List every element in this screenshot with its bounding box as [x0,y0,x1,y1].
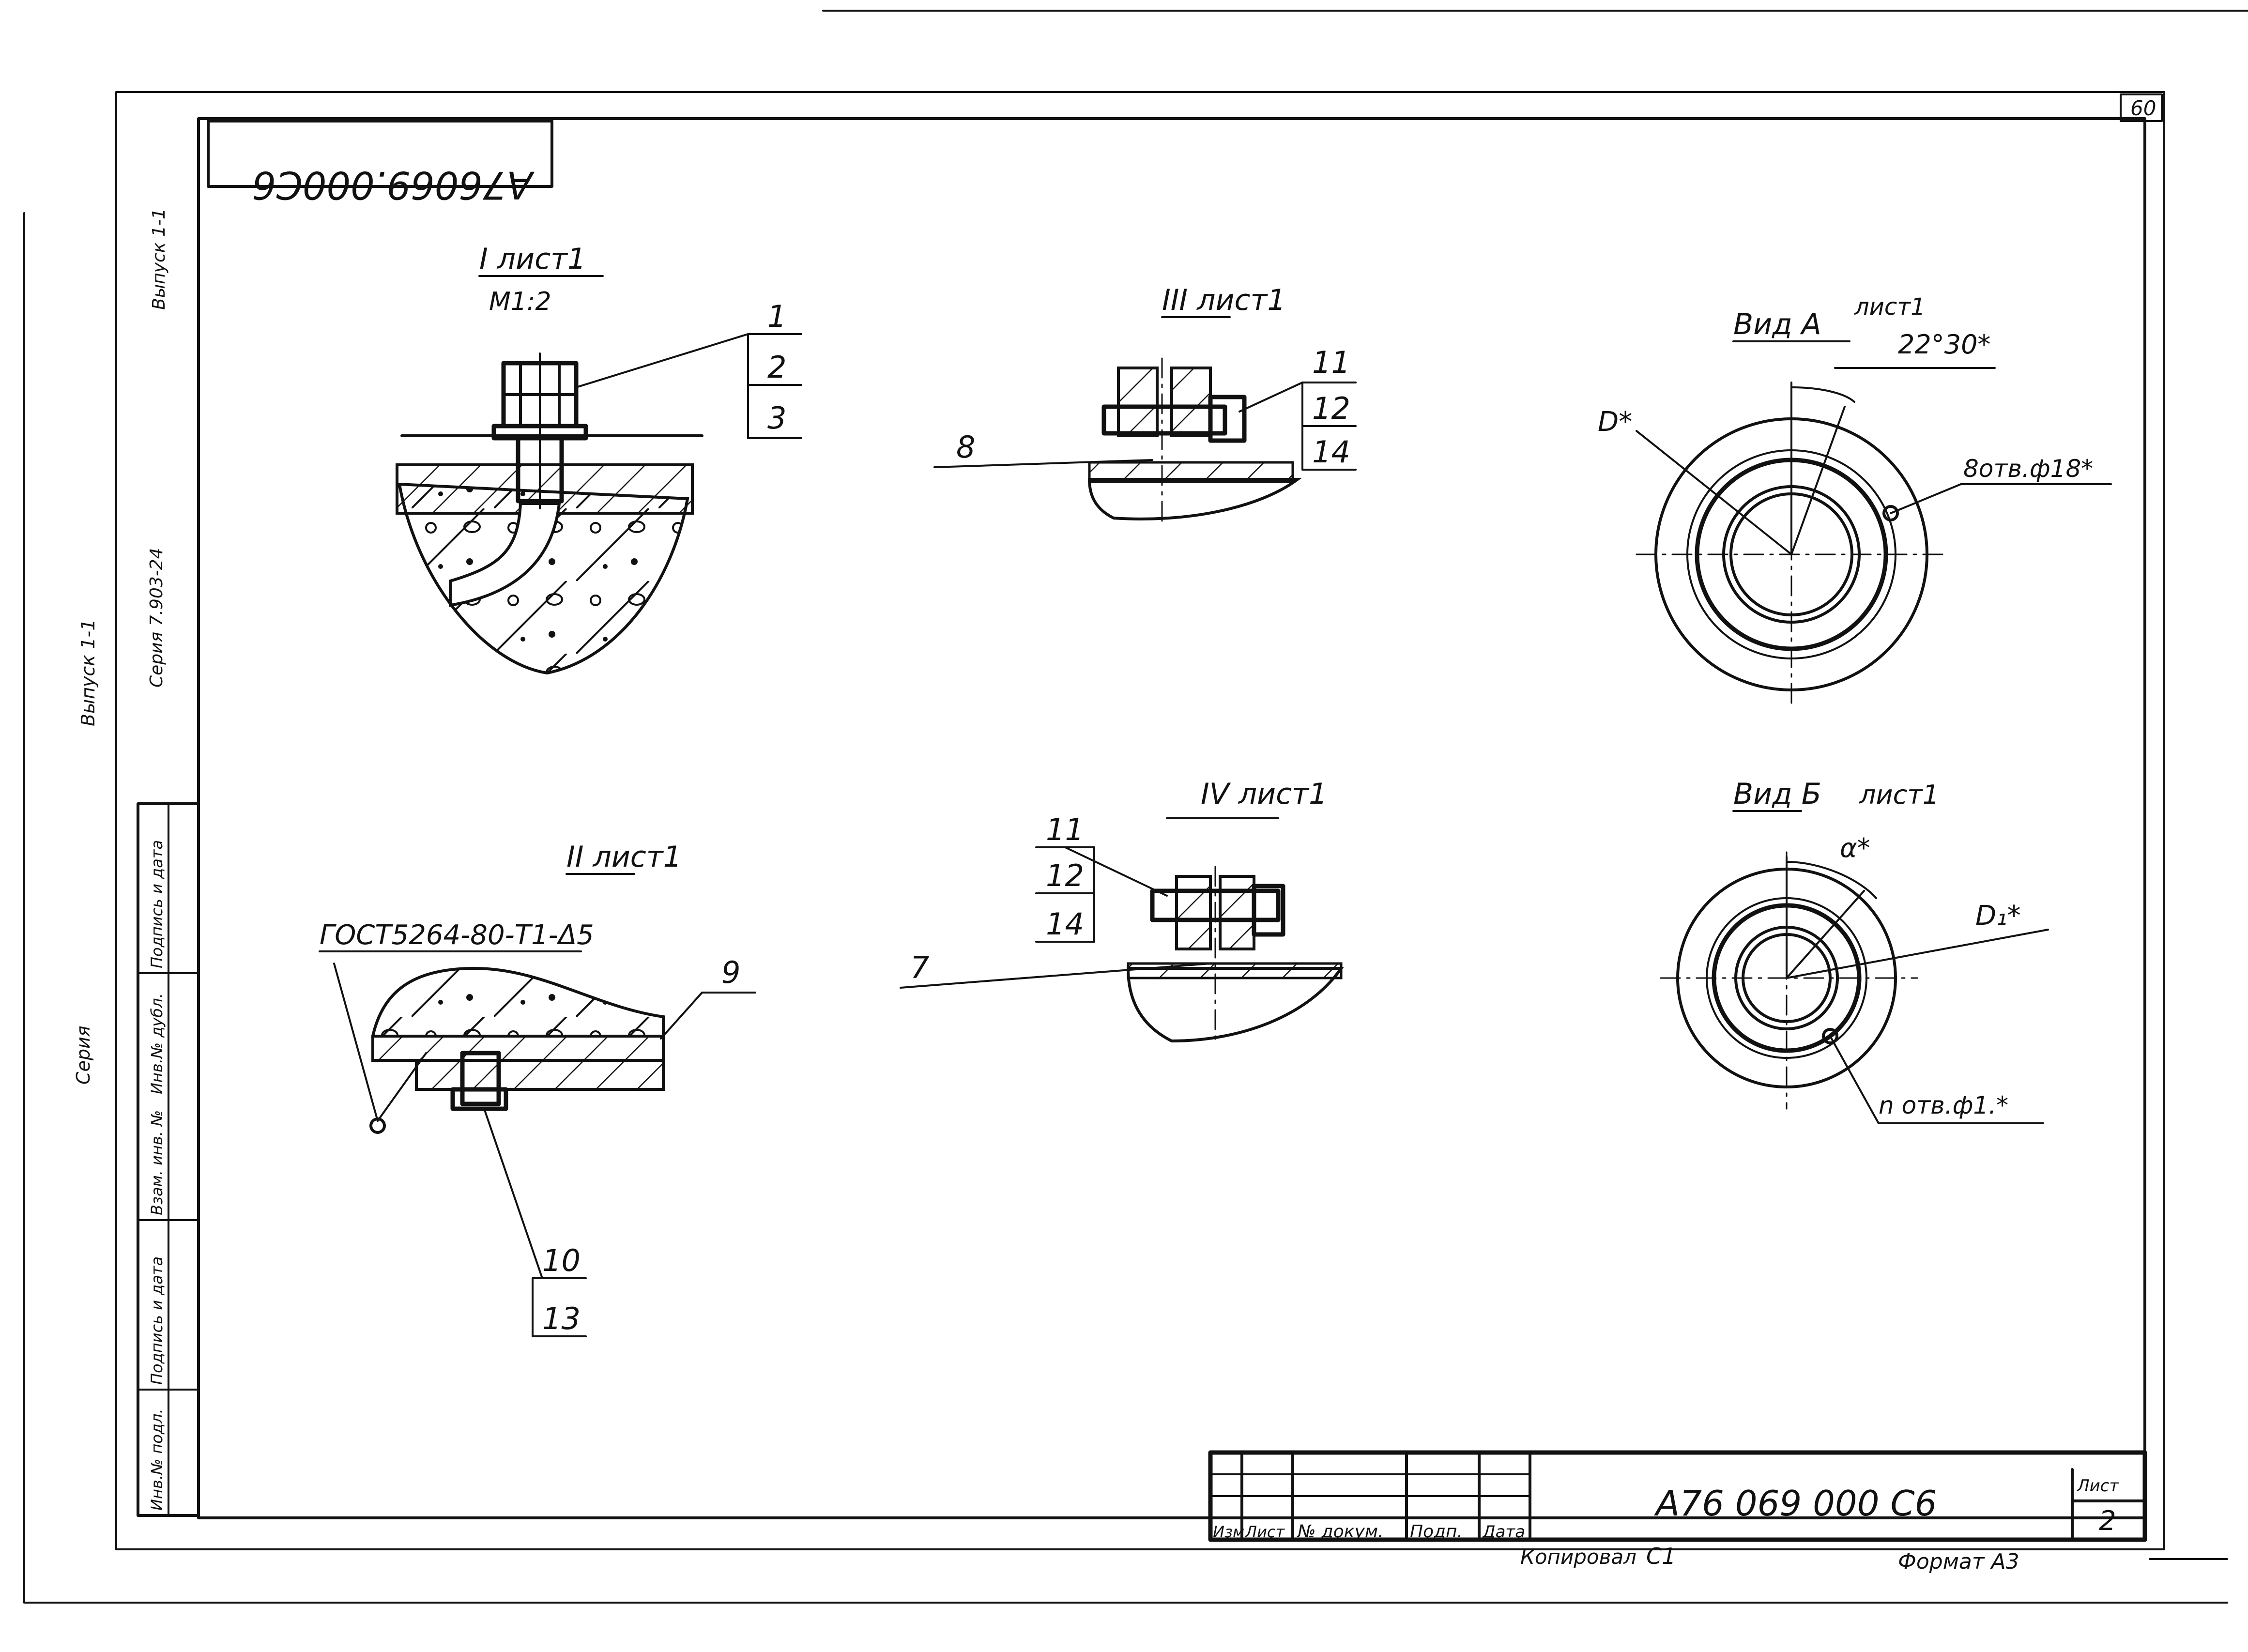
view-a-sheet: лист1 [1854,293,1926,321]
inner-issue-text: Выпуск 1-1 [149,208,169,310]
sheet-number-corner: 60 [2130,96,2156,120]
view-3-title: III лист1 [1162,283,1286,317]
view-3-callout-11: 11 [1312,345,1350,380]
view-b-angle: α* [1840,833,1870,863]
tb-header-sign: Подп. [1410,1522,1463,1542]
tb-format: Формат А3 [1898,1549,2019,1574]
view-2-weld-note: ГОСТ5264-80-Т1-Δ5 [320,919,594,951]
view-4-callout-11: 11 [1046,812,1084,847]
top-stamp: A76069.000C6 [207,120,553,206]
stamp-col-1: Инв.№ подл. [148,1408,166,1511]
view-2: II лист1 ГОСТ5264-80-Т1-Δ5 9 10 13 [319,840,756,1337]
inner-series-text: Серия 7.903-24 [147,548,167,688]
view-4-callout-7: 7 [910,950,929,985]
tb-copied-mark: С1 [1646,1543,1676,1569]
steel-plate-2 [371,1035,665,1062]
tb-header-date: Дата [1482,1522,1525,1542]
view-a-title: Вид А [1733,307,1821,341]
tb-header-list: Лист [1245,1523,1285,1541]
stamp-col-2: Подпись и дата [148,1256,166,1385]
view-4-callout-14: 14 [1046,906,1084,942]
view-3-callout-12: 12 [1312,391,1350,426]
view-3-callout-8: 8 [956,429,975,465]
view-4: IV лист1 11 12 14 7 [900,777,1344,1043]
view-b-title: Вид Б [1733,777,1821,811]
outer-series-text: Серия [73,1025,94,1085]
view-3-callout-14: 14 [1312,434,1350,470]
view-b-holes: n отв.ф1.* [1879,1091,2008,1119]
view-b: Вид Б лист1 α* D₁* n отв.ф1.* [1660,777,2049,1124]
view-1-callout-3: 3 [767,400,786,436]
anchor-bolt-hook [449,502,561,607]
stamp-col-4: Инв.№ дубл. [148,993,166,1094]
view-4-title: IV лист1 [1201,777,1327,811]
top-stamp-text: A76069.000C6 [252,163,535,206]
tb-designation: А76 069 000 С6 [1654,1483,1937,1524]
view-b-diameter: D₁* [1975,900,2021,932]
view-1: I лист1 М1:2 1 2 3 [396,242,802,675]
concrete-foundation [398,482,689,675]
tb-header-izm: Изм [1213,1523,1244,1541]
flange-section-3 [1087,478,1302,520]
view-1-callout-1: 1 [767,299,786,334]
title-block: Изм Лист № докум. Подп. Дата А76 069 000… [1208,1450,2147,1574]
tb-header-doc: № докум. [1297,1522,1383,1542]
view-4-callout-12: 12 [1046,858,1084,893]
tb-sheet-label: Лист [2076,1476,2119,1496]
view-a-diameter: D* [1598,406,1632,438]
concrete-section-2 [371,966,665,1038]
view-a-holes: 8отв.ф18* [1963,455,2093,483]
view-b-sheet: лист1 [1859,780,1939,810]
tb-sheet-number: 2 [2099,1505,2116,1537]
stamp-col-3: Взам. инв. № [148,1110,166,1215]
tb-copied: Копировал [1520,1545,1636,1569]
side-margin: Серия Выпуск 1-1 Серия 7.903-24 Выпуск 1… [73,208,200,1517]
view-2-callout-13: 13 [542,1301,581,1336]
view-1-scale: М1:2 [489,287,551,316]
outer-issue-text: Выпуск 1-1 [77,619,99,726]
view-2-title: II лист1 [566,840,682,874]
view-a: Вид А лист1 22°30* D* 8отв.ф18* [1598,293,2112,708]
view-2-callout-9: 9 [721,955,740,990]
stamp-col-5: Подпись и дата [148,840,166,968]
view-1-callout-2: 2 [767,350,786,385]
view-2-callout-10: 10 [542,1243,581,1278]
view-3: III лист1 11 12 14 8 [933,283,1357,524]
flange-section-4 [1126,967,1344,1043]
view-1-title: I лист1 [479,242,586,276]
view-a-angle: 22°30* [1898,329,1990,360]
